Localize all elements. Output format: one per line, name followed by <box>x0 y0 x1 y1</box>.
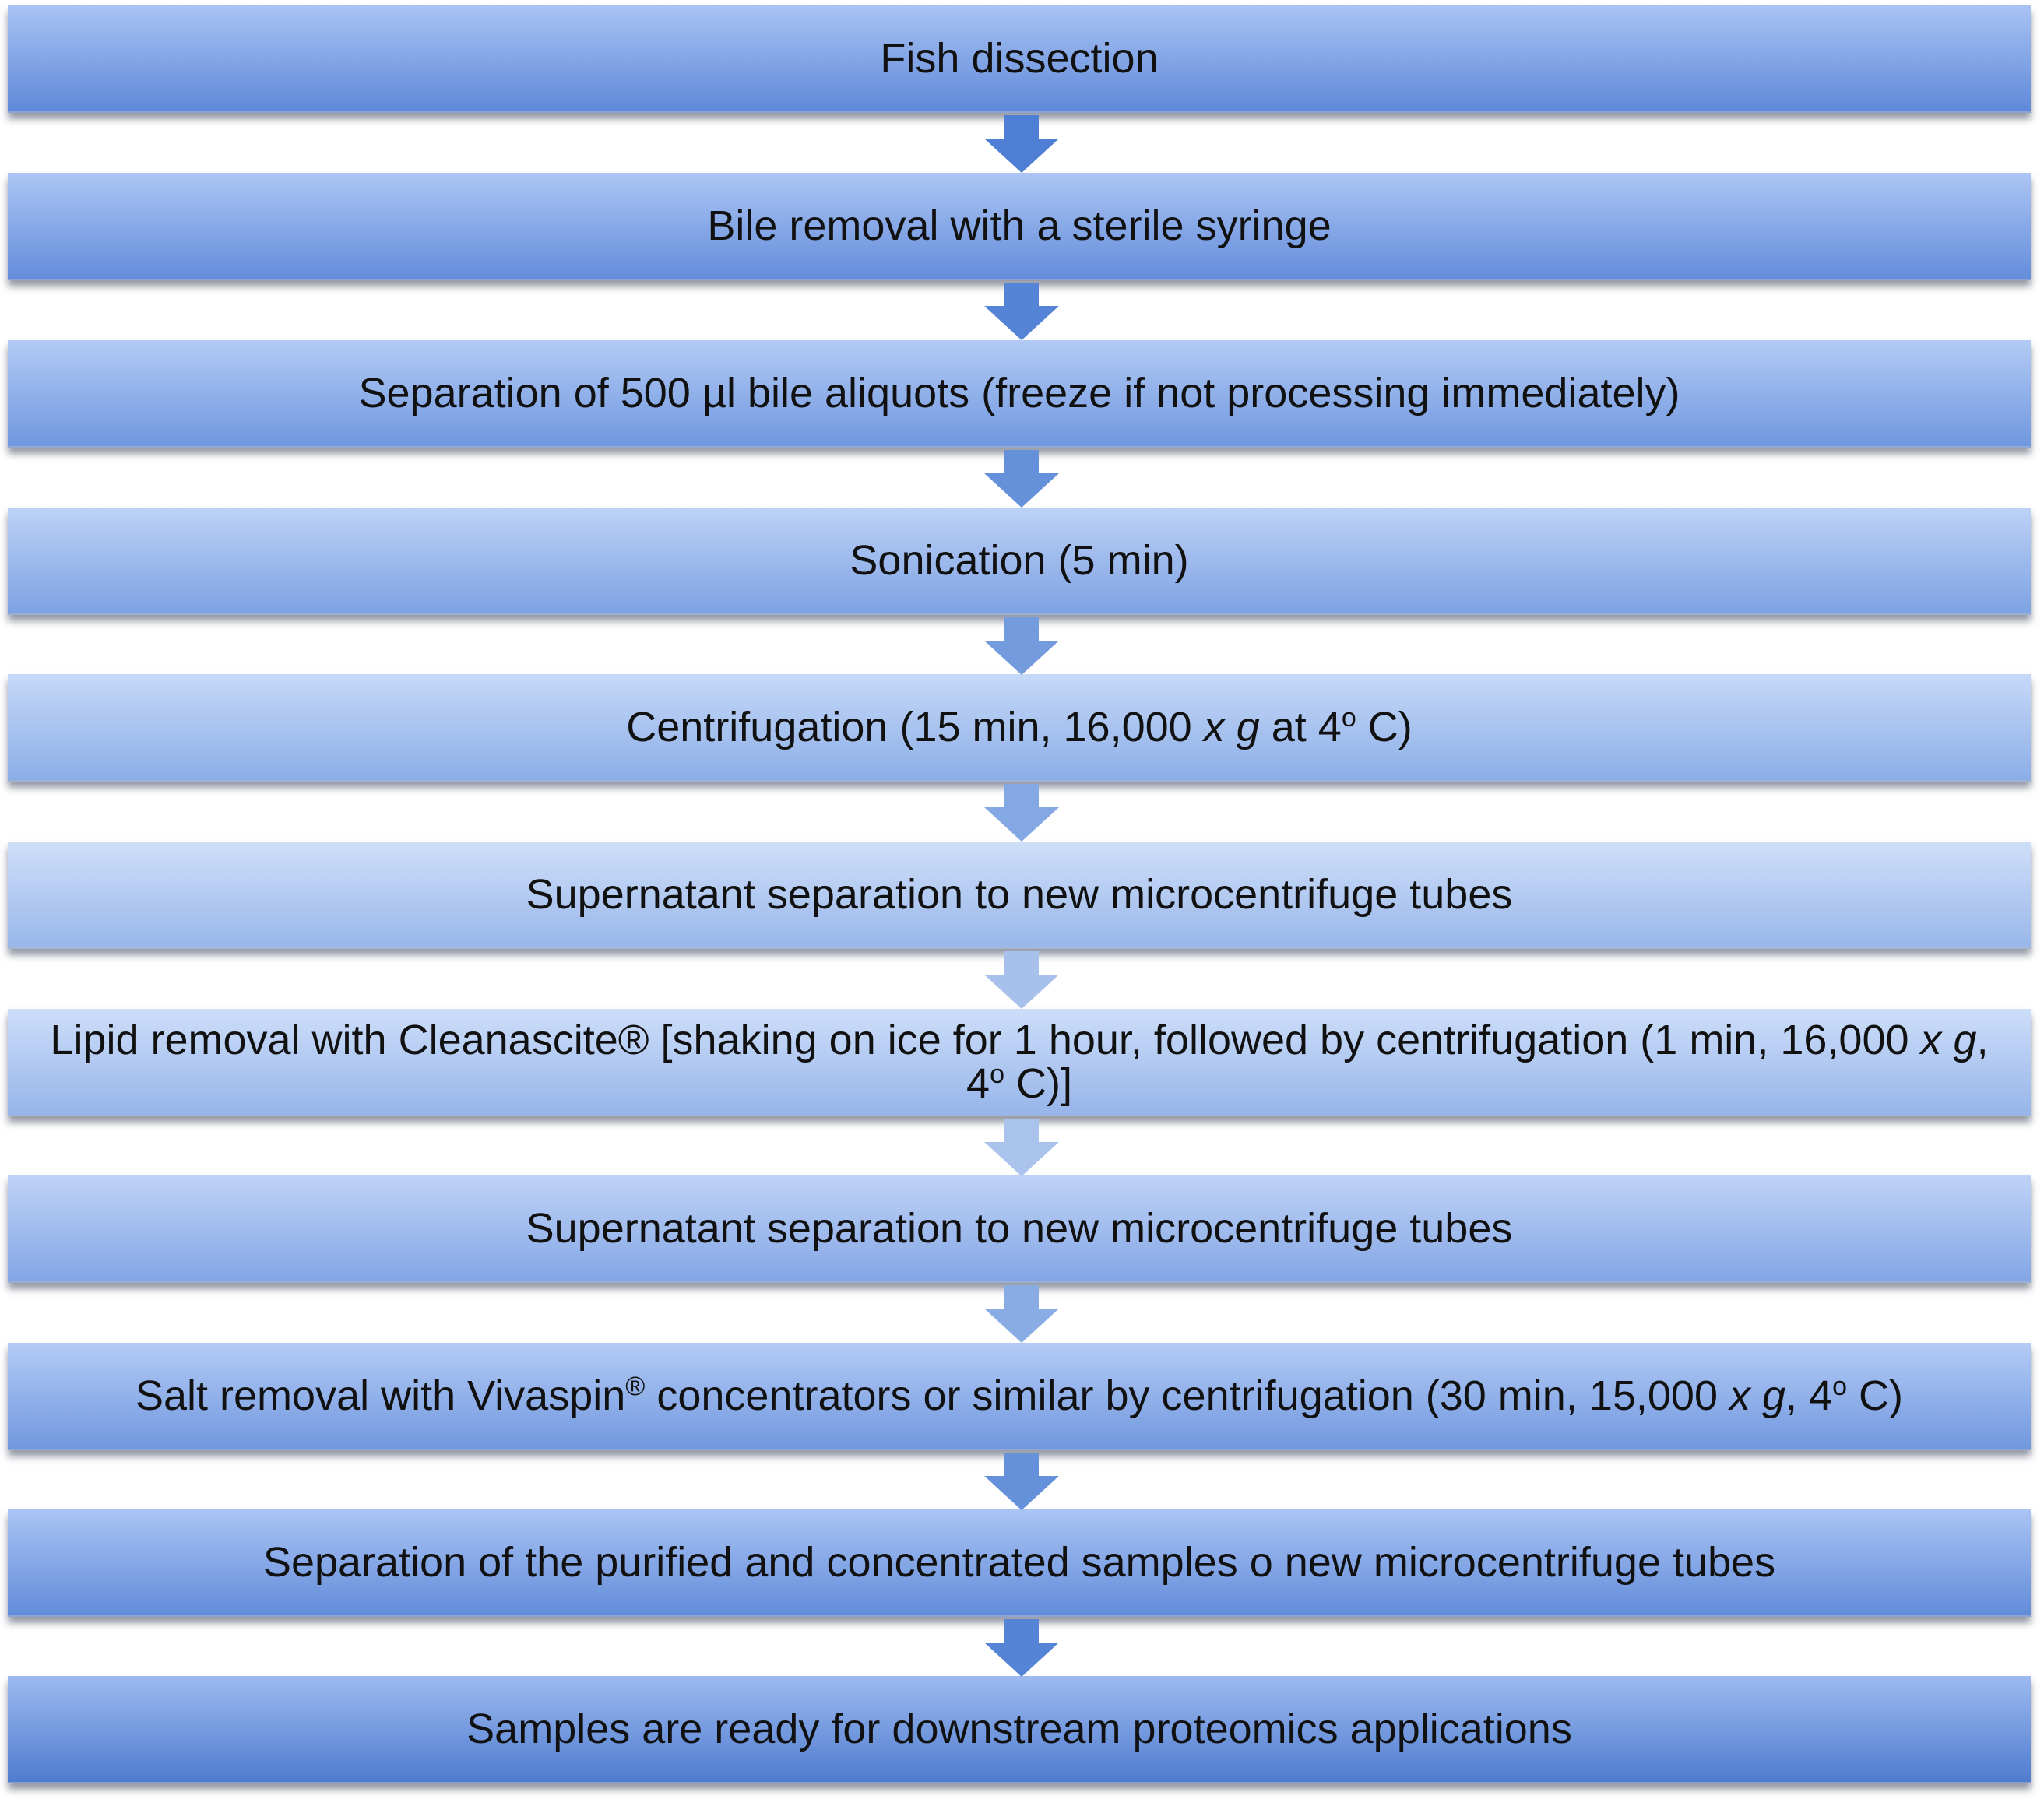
flow-arrow-4 <box>984 617 1059 675</box>
step-label: Salt removal with Vivaspin® concentrator… <box>135 1372 1903 1419</box>
flow-arrow-7 <box>984 1119 1059 1176</box>
down-arrow-icon <box>984 951 1059 1009</box>
flow-arrow-6 <box>984 951 1059 1009</box>
flow-arrow-9 <box>984 1453 1059 1510</box>
down-arrow-icon <box>984 1119 1059 1176</box>
down-arrow-icon <box>984 1619 1059 1677</box>
down-arrow-icon <box>984 1285 1059 1343</box>
step-lipid-removal: Lipid removal with Cleanascite® [shaking… <box>8 1009 2031 1116</box>
down-arrow-icon <box>984 450 1059 508</box>
step-label: Sonication (5 min) <box>850 537 1189 584</box>
step-bile-removal: Bile removal with a sterile syringe <box>8 173 2031 280</box>
step-label: Centrifugation (15 min, 16,000 x g at 4o… <box>626 703 1413 750</box>
step-label: Fish dissection <box>880 35 1159 82</box>
step-label: Bile removal with a sterile syringe <box>707 202 1332 249</box>
down-arrow-icon <box>984 283 1059 340</box>
step-label: Separation of 500 µl bile aliquots (free… <box>358 370 1680 416</box>
step-salt-removal: Salt removal with Vivaspin® concentrator… <box>8 1343 2031 1450</box>
step-label: Separation of the purified and concentra… <box>262 1539 1776 1586</box>
flow-arrow-10 <box>984 1619 1059 1677</box>
step-purified-sample-separation: Separation of the purified and concentra… <box>8 1509 2031 1617</box>
step-supernatant-separation-1: Supernatant separation to new microcentr… <box>8 842 2031 949</box>
flow-arrow-3 <box>984 450 1059 508</box>
step-supernatant-separation-2: Supernatant separation to new microcentr… <box>8 1175 2031 1283</box>
flow-arrow-5 <box>984 784 1059 842</box>
step-label: Supernatant separation to new microcentr… <box>526 1205 1513 1252</box>
step-centrifugation: Centrifugation (15 min, 16,000 x g at 4o… <box>8 674 2031 782</box>
down-arrow-icon <box>984 1453 1059 1510</box>
down-arrow-icon <box>984 115 1059 173</box>
down-arrow-icon <box>984 617 1059 675</box>
step-fish-dissection: Fish dissection <box>8 5 2031 113</box>
step-aliquot-separation: Separation of 500 µl bile aliquots (free… <box>8 340 2031 448</box>
step-label: Samples are ready for downstream proteom… <box>466 1706 1572 1752</box>
flow-arrow-1 <box>984 115 1059 173</box>
step-label: Supernatant separation to new microcentr… <box>526 871 1513 918</box>
step-label: Lipid removal with Cleanascite® [shaking… <box>50 1017 1989 1107</box>
down-arrow-icon <box>984 784 1059 842</box>
flow-arrow-8 <box>984 1285 1059 1343</box>
step-sonication: Sonication (5 min) <box>8 508 2031 615</box>
step-samples-ready: Samples are ready for downstream proteom… <box>8 1676 2031 1783</box>
flow-arrow-2 <box>984 283 1059 340</box>
